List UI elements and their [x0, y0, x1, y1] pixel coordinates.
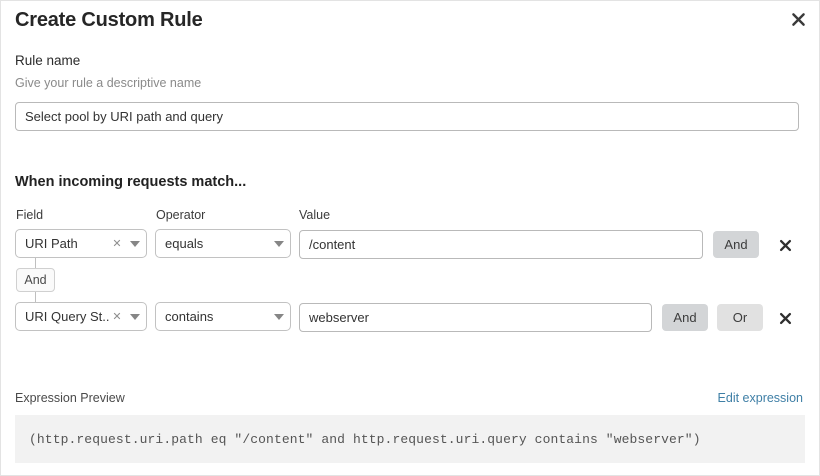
condition-row-2-value-input[interactable] [299, 303, 652, 332]
condition-row-2-operator-value: contains [165, 309, 214, 324]
close-icon[interactable] [787, 8, 809, 30]
rule-name-helper-text: Give your rule a descriptive name [15, 76, 202, 90]
column-header-operator: Operator [156, 208, 206, 222]
column-header-value: Value [299, 208, 331, 222]
conditions-heading: When incoming requests match... [15, 174, 247, 190]
expression-preview-box: (http.request.uri.path eq "/content" and… [15, 415, 805, 463]
column-header-field: Field [16, 208, 44, 222]
condition-row-1-value-input[interactable] [299, 230, 703, 259]
rule-name-input[interactable] [15, 102, 799, 131]
chevron-down-icon[interactable] [268, 240, 290, 247]
clear-icon[interactable]: ✕ [112, 238, 122, 250]
condition-group-and-badge[interactable]: And [16, 268, 55, 292]
condition-row-2-and-button[interactable]: And [662, 304, 708, 331]
clear-icon[interactable]: ✕ [112, 311, 122, 323]
condition-row-2-field-value: URI Query St... [25, 309, 110, 324]
page-title: Create Custom Rule [15, 9, 203, 31]
expression-preview-label: Expression Preview [15, 391, 125, 405]
chevron-down-icon[interactable] [124, 313, 146, 320]
condition-row-2-operator-select[interactable]: contains [155, 302, 291, 331]
rule-name-label: Rule name [15, 53, 81, 68]
condition-row-1-delete-button[interactable] [775, 235, 795, 255]
condition-row-2-delete-button[interactable] [775, 308, 795, 328]
expression-preview-code: (http.request.uri.path eq "/content" and… [29, 431, 701, 447]
chevron-down-icon[interactable] [268, 313, 290, 320]
edit-expression-link[interactable]: Edit expression [717, 391, 803, 405]
condition-row-1-operator-value: equals [165, 236, 204, 251]
condition-row-1-field-value: URI Path [25, 236, 78, 251]
condition-row-1-and-button[interactable]: And [713, 231, 759, 258]
condition-row-1-operator-select[interactable]: equals [155, 229, 291, 258]
condition-row-2-or-button[interactable]: Or [717, 304, 763, 331]
condition-row-2-field-select[interactable]: URI Query St... ✕ [15, 302, 147, 331]
chevron-down-icon[interactable] [124, 240, 146, 247]
condition-row-1-field-select[interactable]: URI Path ✕ [15, 229, 147, 258]
